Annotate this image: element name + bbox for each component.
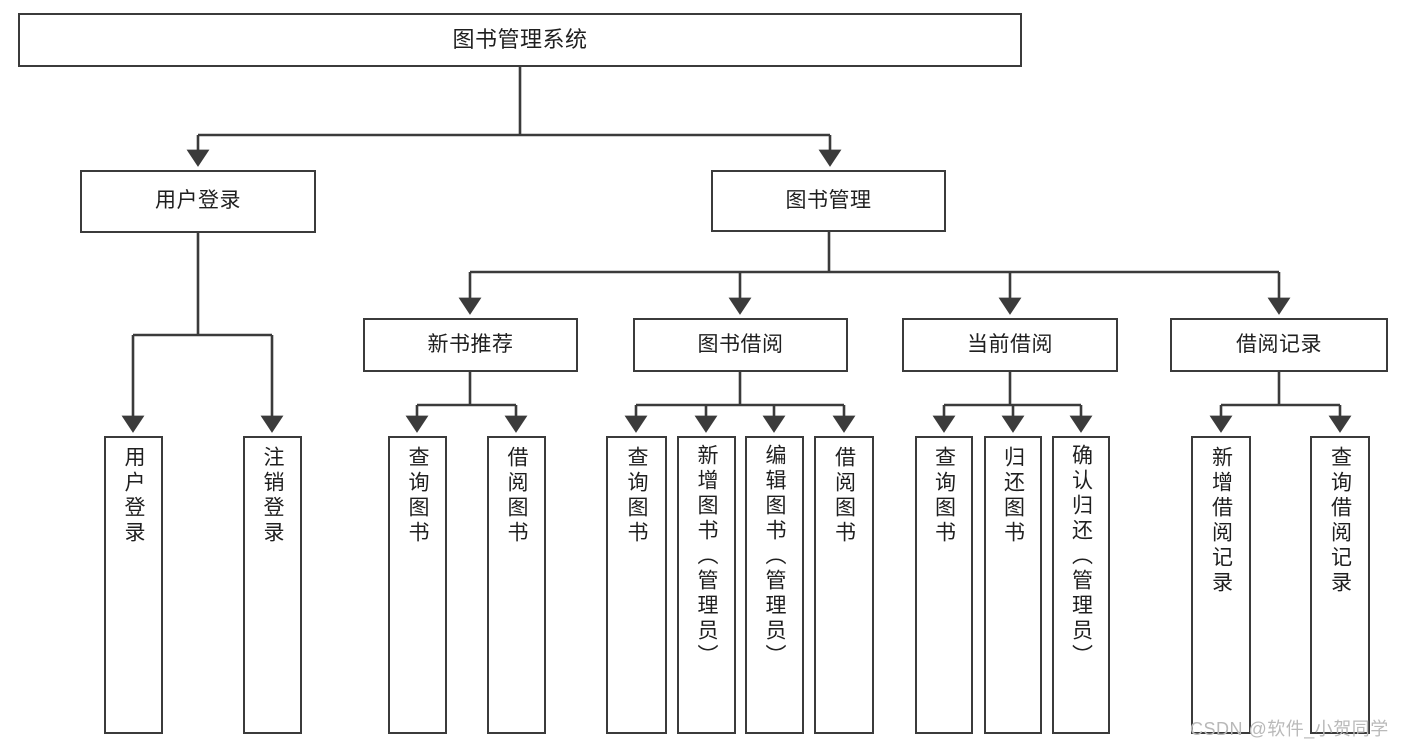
node-book-management[interactable]: 图书管理 xyxy=(711,170,946,232)
leaf-node[interactable]: 查询图书 xyxy=(606,436,667,734)
leaf-node[interactable]: 用户登录 xyxy=(104,436,163,734)
leaf-node-label: 借阅图书 xyxy=(505,446,528,546)
node-root-label: 图书管理系统 xyxy=(452,27,588,53)
node-current-borrow-label: 当前借阅 xyxy=(967,332,1053,356)
leaf-node-label: 用户登录 xyxy=(122,446,145,546)
node-new-book-recommend-label: 新书推荐 xyxy=(427,332,514,356)
leaf-node-label: 新增图书（管理员） xyxy=(695,444,718,669)
node-current-borrow[interactable]: 当前借阅 xyxy=(902,318,1118,372)
leaf-node[interactable]: 注销登录 xyxy=(243,436,302,734)
leaf-node[interactable]: 查询图书 xyxy=(915,436,973,734)
node-root[interactable]: 图书管理系统 xyxy=(18,13,1022,67)
node-borrow-record-label: 借阅记录 xyxy=(1236,332,1322,356)
leaf-node-label: 查询借阅记录 xyxy=(1328,446,1352,596)
leaf-node-label: 借阅图书 xyxy=(832,446,856,546)
node-borrow-record[interactable]: 借阅记录 xyxy=(1170,318,1388,372)
leaf-node[interactable]: 编辑图书（管理员） xyxy=(745,436,804,734)
leaf-node[interactable]: 新增图书（管理员） xyxy=(677,436,736,734)
leaf-node[interactable]: 查询借阅记录 xyxy=(1310,436,1370,734)
leaf-node-label: 查询图书 xyxy=(406,446,429,546)
leaf-node-label: 归还图书 xyxy=(1001,446,1025,546)
leaf-node-label: 查询图书 xyxy=(625,446,648,546)
leaf-node-label: 查询图书 xyxy=(932,446,956,546)
node-user-login[interactable]: 用户登录 xyxy=(80,170,316,233)
leaf-node-label: 注销登录 xyxy=(261,446,284,546)
leaf-node-label: 确认归还（管理员） xyxy=(1069,444,1093,669)
leaf-node[interactable]: 借阅图书 xyxy=(814,436,874,734)
node-book-borrow-label: 图书借阅 xyxy=(697,332,784,356)
node-new-book-recommend[interactable]: 新书推荐 xyxy=(363,318,578,372)
node-user-login-label: 用户登录 xyxy=(155,189,241,213)
leaf-node-label: 新增借阅记录 xyxy=(1209,446,1233,596)
leaf-node[interactable]: 查询图书 xyxy=(388,436,447,734)
leaf-node-label: 编辑图书（管理员） xyxy=(763,444,786,669)
node-book-management-label: 图书管理 xyxy=(785,188,872,212)
leaf-node[interactable]: 新增借阅记录 xyxy=(1191,436,1251,734)
watermark: CSDN @软件_小贺同学 xyxy=(1190,719,1389,739)
leaf-node[interactable]: 借阅图书 xyxy=(487,436,546,734)
node-book-borrow[interactable]: 图书借阅 xyxy=(633,318,848,372)
leaf-node[interactable]: 归还图书 xyxy=(984,436,1042,734)
leaf-node[interactable]: 确认归还（管理员） xyxy=(1052,436,1110,734)
